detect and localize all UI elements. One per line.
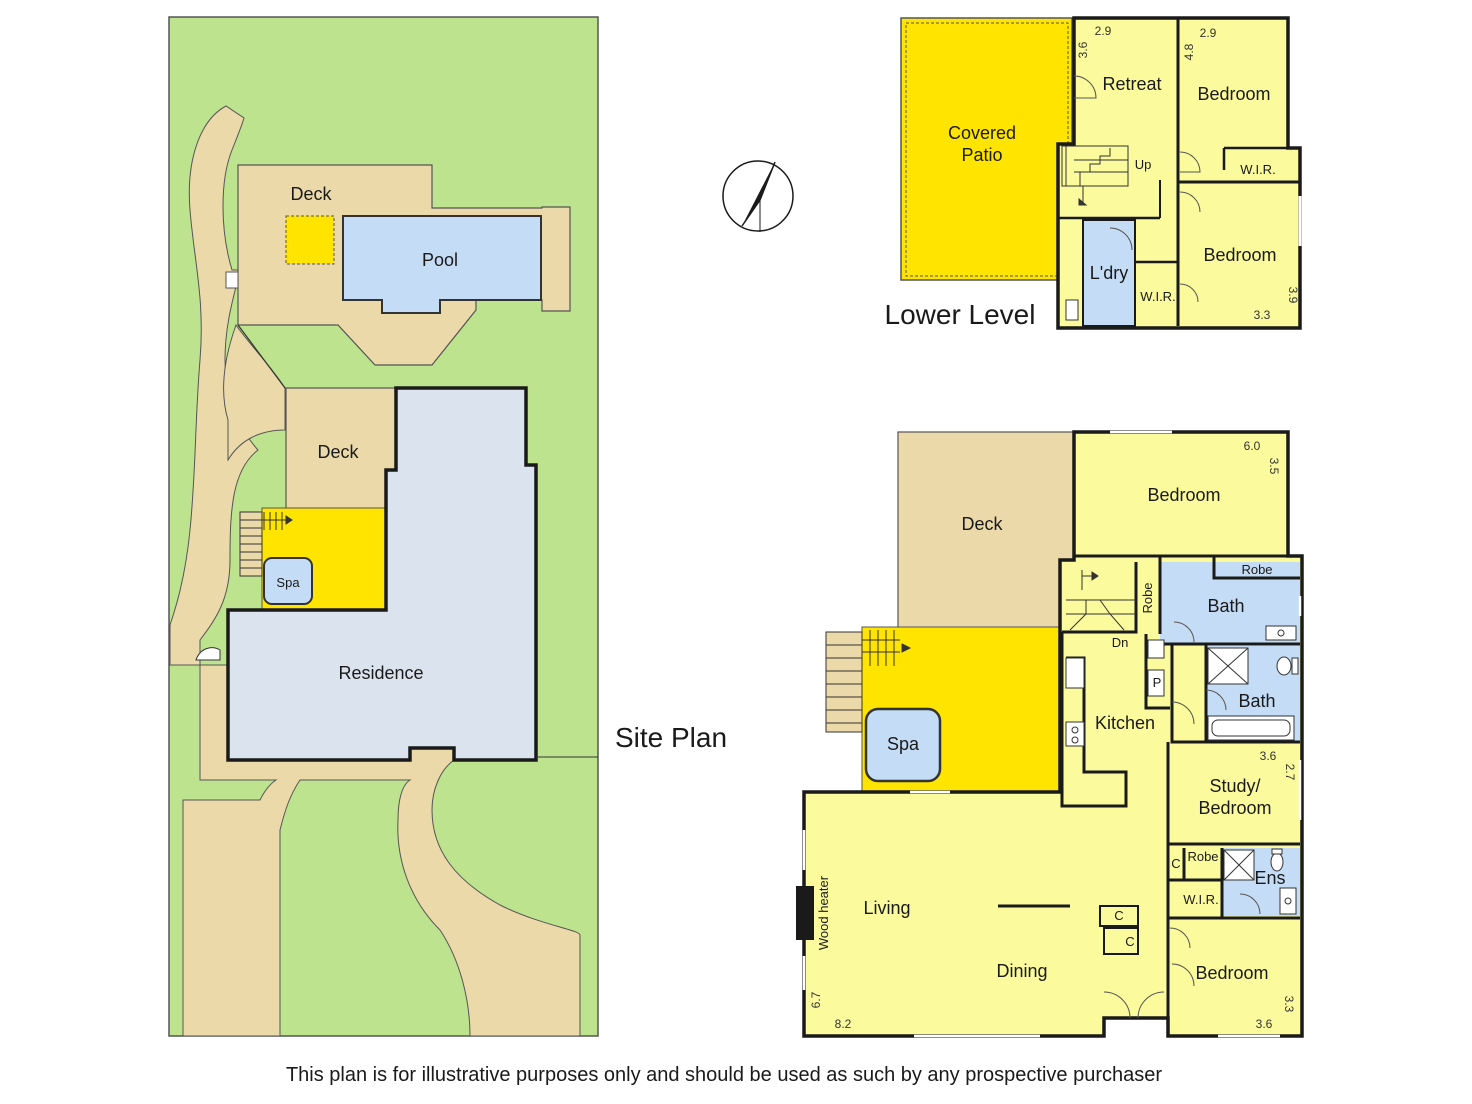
- covered-patio-label-1: Covered: [948, 123, 1016, 143]
- garden-path: [169, 105, 259, 666]
- covered-patio: [900, 17, 1073, 281]
- site-plan-title: Site Plan: [615, 722, 727, 753]
- toilet-icon: [1276, 656, 1299, 676]
- laundry-label: L'dry: [1090, 263, 1128, 283]
- fireplace-icon: [796, 886, 814, 940]
- bedroom-top-width-dim: 6.0: [1244, 439, 1261, 453]
- stair-icon: [239, 511, 293, 577]
- bedroom1-height-dim: 4.8: [1182, 43, 1196, 60]
- main-level-plan: Deck Bedroom Robe Robe Bath Bath Dn P Ki…: [796, 430, 1304, 1038]
- stove-icon: [1065, 657, 1085, 689]
- bath-1-label: Bath: [1207, 596, 1244, 616]
- stairs-up-label: Up: [1135, 157, 1152, 172]
- bedroom-bottom-width-dim: 3.6: [1256, 1017, 1273, 1031]
- cupboard-1-label: C: [1171, 856, 1180, 871]
- lower-deck: [285, 387, 397, 511]
- site-pool-label: Pool: [422, 250, 458, 270]
- bedroom-bottom-height-dim: 3.3: [1282, 996, 1296, 1013]
- retreat-width-dim: 2.9: [1095, 24, 1112, 38]
- main-deck-label: Deck: [961, 514, 1003, 534]
- stair-icon: [1061, 145, 1129, 206]
- main-deck: [897, 431, 1075, 629]
- main-wir-label: W.I.R.: [1183, 892, 1218, 907]
- residence-label: Residence: [338, 663, 423, 683]
- laundry-room: [1082, 219, 1136, 327]
- retreat-height-dim: 3.6: [1076, 41, 1090, 58]
- wood-heater-label: Wood heater: [816, 875, 831, 950]
- living-height-dim: 6.7: [809, 991, 823, 1008]
- main-spa: [864, 707, 942, 783]
- bedroom-bottom-label: Bedroom: [1195, 963, 1268, 983]
- stair-icon: [825, 630, 912, 733]
- covered-patio-label-2: Patio: [961, 145, 1002, 165]
- lower-bedroom-2-label: Bedroom: [1203, 245, 1276, 265]
- bathtub-icon: [1207, 715, 1295, 741]
- lower-bedroom-1-label: Bedroom: [1197, 84, 1270, 104]
- study-width-dim: 3.6: [1260, 749, 1277, 763]
- shower-icon: [1207, 647, 1249, 685]
- lower-level-plan: Covered Patio Retreat Bedroom W.I.R. Bed…: [885, 16, 1302, 330]
- robe-side-label: Robe: [1140, 582, 1155, 613]
- residence-footprint: [226, 386, 538, 762]
- bath-2-label: Bath: [1238, 691, 1275, 711]
- shower-icon: [1223, 849, 1255, 881]
- lower-wir-2-label: W.I.R.: [1140, 289, 1175, 304]
- stairs-down-label: Dn: [1112, 635, 1129, 650]
- robe-ens-label: Robe: [1187, 849, 1218, 864]
- main-spa-label: Spa: [887, 734, 920, 754]
- pantry-label: P: [1153, 675, 1162, 690]
- site-spa-label: Spa: [276, 575, 300, 590]
- study-label-2: Bedroom: [1198, 798, 1271, 818]
- bedroom2-width-dim: 3.3: [1254, 308, 1271, 322]
- door-swing-icon: [1103, 621, 1261, 1019]
- dining-label: Dining: [996, 961, 1047, 981]
- retreat-label: Retreat: [1102, 74, 1161, 94]
- ensuite-label: Ens: [1254, 868, 1285, 888]
- disclaimer-text: This plan is for illustrative purposes o…: [285, 1064, 1163, 1086]
- robe-top-label: Robe: [1241, 562, 1272, 577]
- living-width-dim: 8.2: [835, 1017, 852, 1031]
- toilet-icon: [1270, 848, 1284, 872]
- study-height-dim: 2.7: [1283, 764, 1297, 781]
- site-plan: Deck Pool Deck Spa Residence Site Plan: [168, 16, 727, 1037]
- lower-wir-1-label: W.I.R.: [1240, 162, 1275, 177]
- bedroom-top-height-dim: 3.5: [1267, 458, 1281, 475]
- driveway: [182, 664, 581, 1037]
- living-label: Living: [863, 898, 910, 918]
- kitchen-label: Kitchen: [1095, 713, 1155, 733]
- north-arrow-icon: [722, 160, 794, 232]
- deck-yellow-area: [285, 215, 335, 265]
- basin-icon: [1265, 625, 1297, 641]
- basin-icon: [1279, 887, 1297, 915]
- site-deck-lower-label: Deck: [317, 442, 359, 462]
- site-spa: [263, 557, 313, 605]
- door-swing-icon: [1073, 75, 1201, 303]
- stair-icon: [1066, 570, 1136, 631]
- bedroom2-height-dim: 3.9: [1286, 287, 1300, 304]
- lower-level-title: Lower Level: [885, 299, 1036, 330]
- sink-icon: [1065, 721, 1085, 747]
- bedroom-top-label: Bedroom: [1147, 485, 1220, 505]
- cupboard-2-label: C: [1114, 908, 1123, 923]
- cupboard-3-label: C: [1125, 934, 1134, 949]
- pool-shape: [342, 215, 542, 314]
- site-deck-upper-label: Deck: [290, 184, 332, 204]
- toilet-icon: [1065, 299, 1079, 321]
- study-label-1: Study/: [1209, 776, 1260, 796]
- bedroom1-width-dim: 2.9: [1200, 26, 1217, 40]
